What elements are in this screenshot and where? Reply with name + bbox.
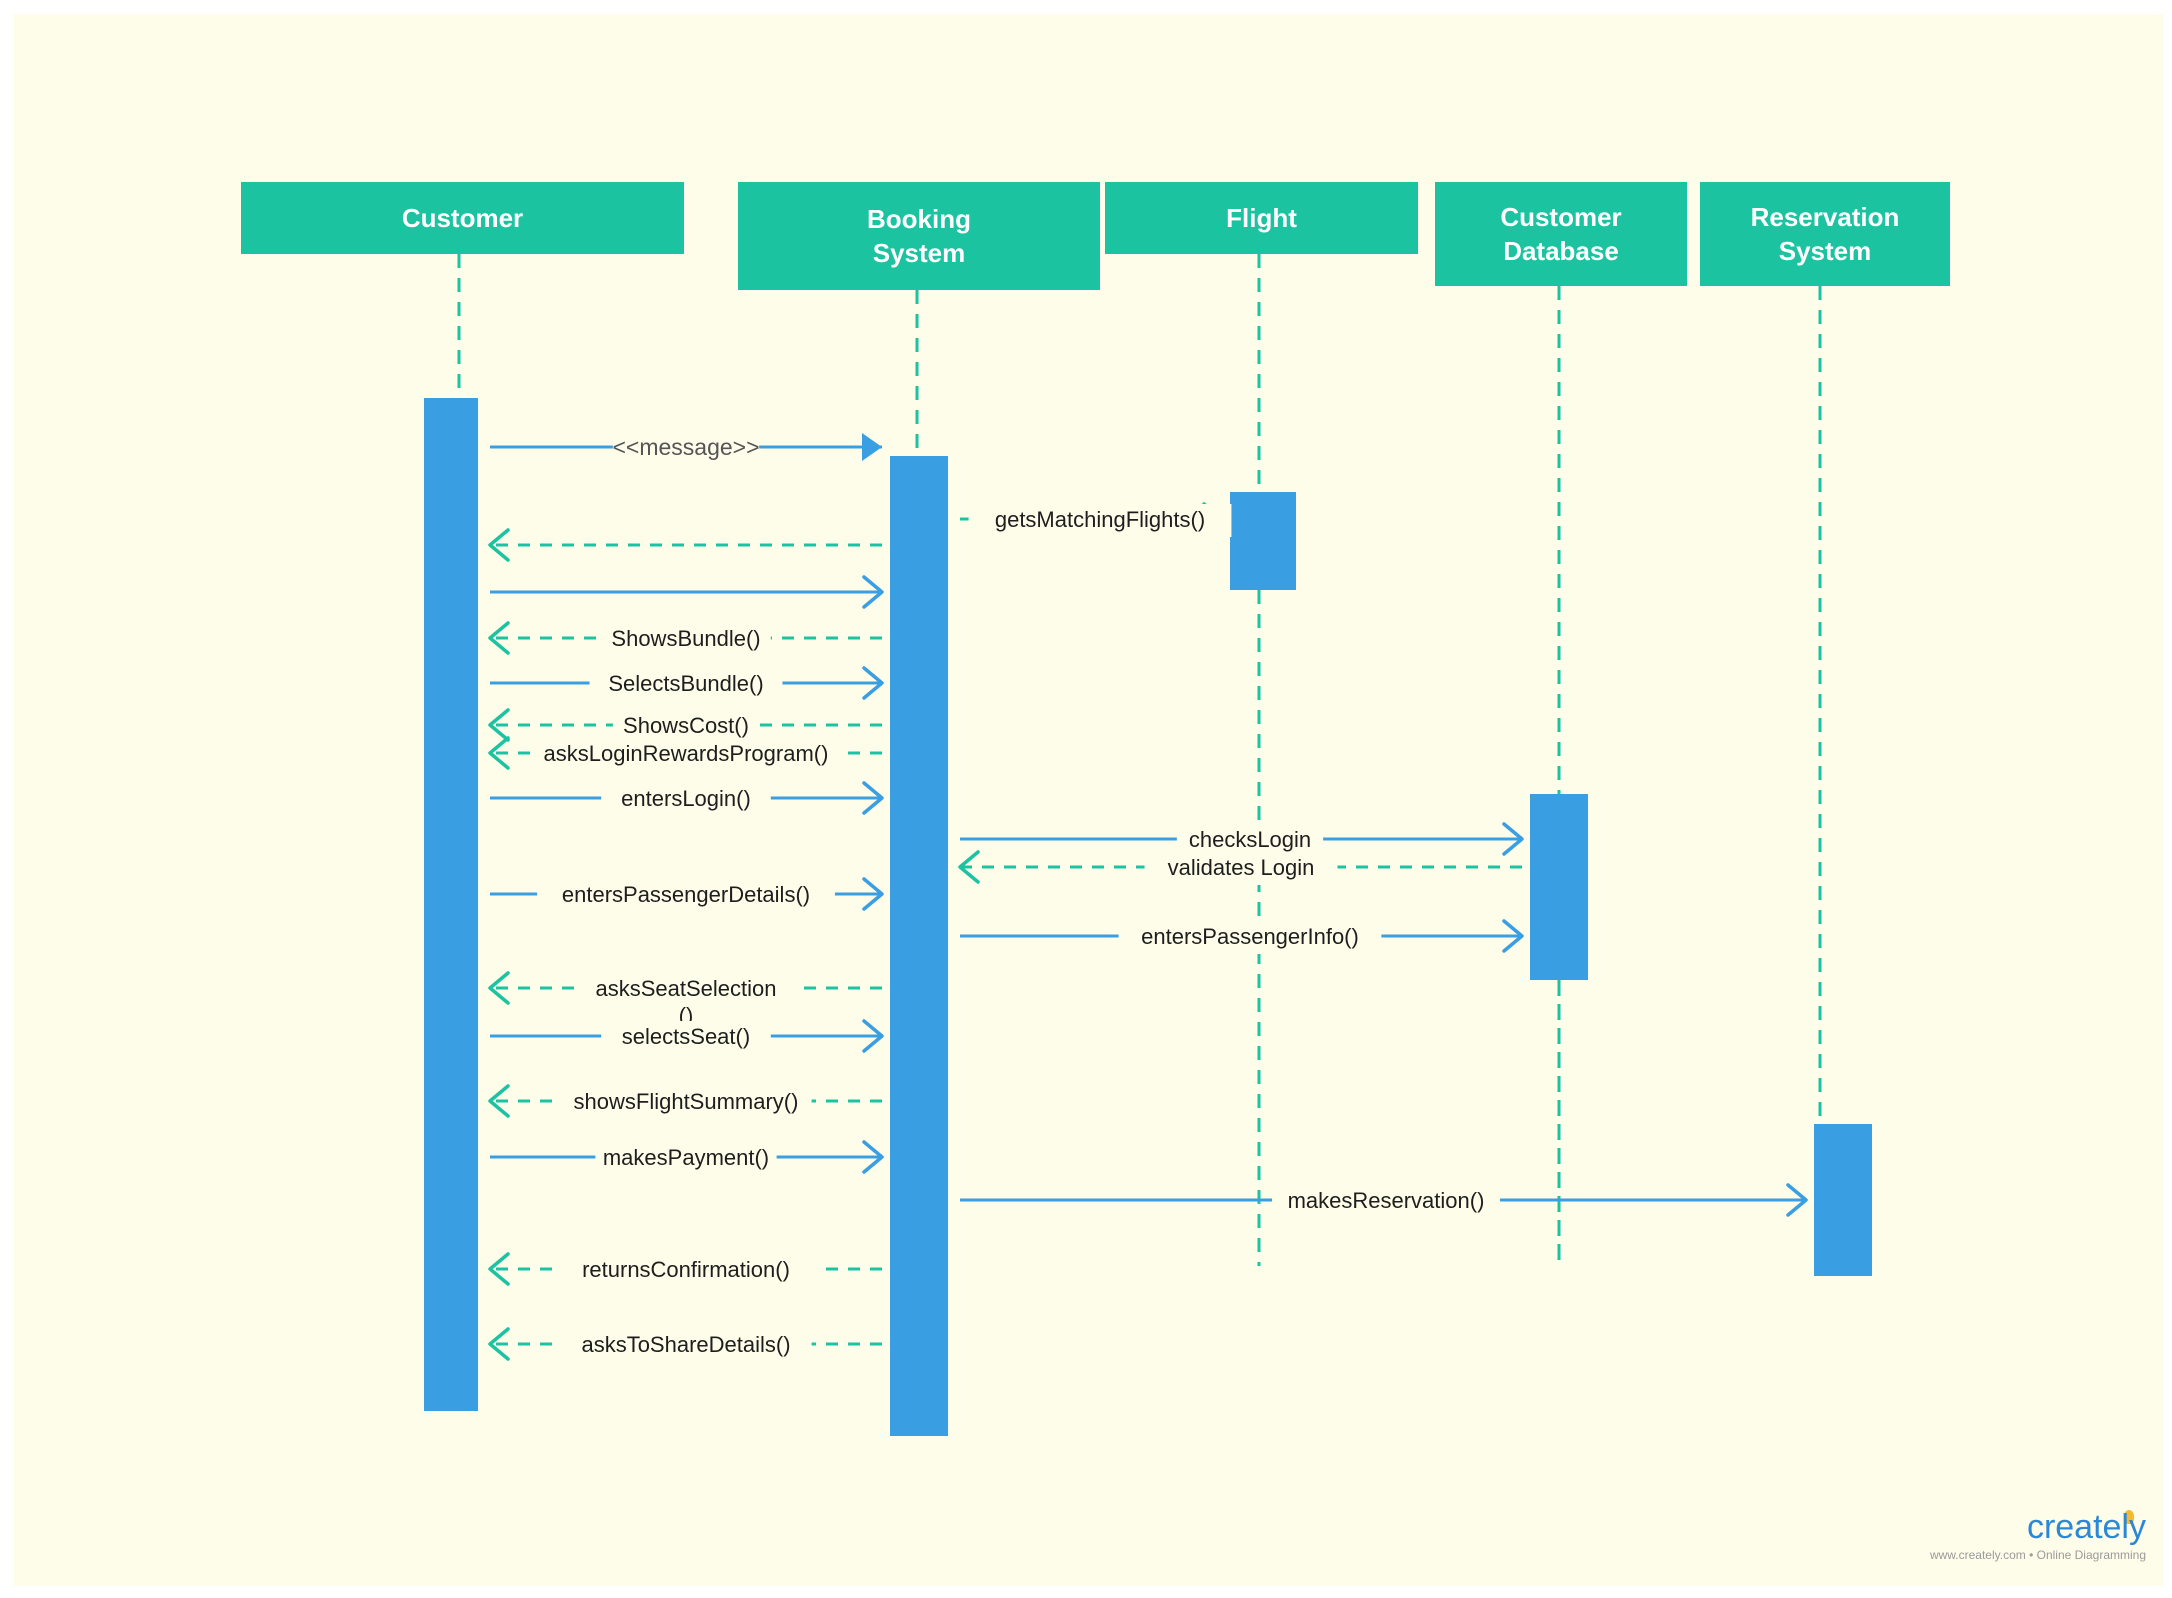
- actor-label-custdb: Customer: [1500, 202, 1621, 232]
- message-arrowhead-6: [488, 708, 510, 742]
- brand-watermark: creately www.creately.com • Online Diagr…: [1930, 1510, 2146, 1562]
- message-arrowhead-15: [488, 1084, 510, 1118]
- activation-flight: [1230, 492, 1296, 590]
- message-label-bg-10: [1144, 852, 1338, 885]
- message-label-bg-5: [589, 668, 783, 701]
- message-arrowhead-0: [862, 433, 882, 461]
- message-label-5: SelectsBundle(): [608, 671, 763, 696]
- message-arrowhead-7: [488, 736, 510, 770]
- message-label-4: ShowsBundle(): [611, 626, 760, 651]
- message-label-8: entersLogin(): [621, 786, 751, 811]
- message-label-0: <<message>>: [612, 434, 759, 460]
- message-label-bg-1: [968, 504, 1232, 537]
- lightbulb-icon: [2124, 1510, 2134, 1524]
- message-arrowhead-12: [1502, 919, 1524, 953]
- message-arrowhead-3: [862, 575, 884, 609]
- message-arrowhead-18: [488, 1252, 510, 1286]
- message-arrowhead-13: [488, 971, 510, 1005]
- message-arrowhead-14: [862, 1019, 884, 1053]
- message-label-bg-12: [1118, 921, 1382, 954]
- message-label-bg-11: [537, 879, 835, 912]
- message-label-17: makesReservation(): [1288, 1188, 1485, 1213]
- actor-header-custdb: [1435, 182, 1687, 286]
- message-label-bg-0: [612, 432, 760, 465]
- message-arrowhead-11: [862, 877, 884, 911]
- message-arrowhead-16: [862, 1140, 884, 1174]
- message-arrowhead-2: [488, 528, 510, 562]
- message-arrowhead-5: [862, 666, 884, 700]
- message-arrowhead-17: [1786, 1183, 1808, 1217]
- message-label-10: validates Login: [1168, 855, 1315, 880]
- message-label-16: makesPayment(): [603, 1145, 769, 1170]
- activation-reservation: [1814, 1124, 1872, 1276]
- message-label-15: showsFlightSummary(): [574, 1089, 799, 1114]
- message-arrowhead-4: [488, 621, 510, 655]
- message-label-1: getsMatchingFlights(): [995, 507, 1205, 532]
- message-label-bg-6: [612, 710, 760, 743]
- brand-logo: creately: [2026, 1508, 2146, 1546]
- message-arrowhead-8: [862, 781, 884, 815]
- actor-label-custdb: Database: [1503, 236, 1619, 266]
- message-label-9: checksLogin: [1189, 827, 1311, 852]
- message-label-bg-8: [601, 783, 771, 816]
- message-label-7: asksLoginRewardsProgram(): [544, 741, 829, 766]
- actor-label-customer: Customer: [402, 203, 523, 233]
- message-arrowhead-10: [958, 850, 980, 884]
- actor-header-reservation: [1700, 182, 1950, 286]
- message-label-11: entersPassengerDetails(): [562, 882, 810, 907]
- message-label-bg-19: [560, 1329, 812, 1362]
- message-label-bg-17: [1272, 1185, 1500, 1218]
- message-label-bg-14: [601, 1021, 771, 1054]
- activation-customer: [424, 398, 478, 1411]
- actor-label-reservation: Reservation: [1751, 202, 1900, 232]
- actor-label-flight: Flight: [1226, 203, 1297, 233]
- message-label-6: ShowsCost(): [623, 713, 749, 738]
- message-label-bg-9: [1176, 824, 1324, 857]
- message-label-12: entersPassengerInfo(): [1141, 924, 1359, 949]
- message-label-bg-7: [531, 738, 841, 771]
- message-arrowhead-9: [1502, 822, 1524, 856]
- actor-label-booking: Booking: [867, 204, 971, 234]
- message-label-13: asksSeatSelection: [596, 976, 777, 1001]
- actor-label-booking: System: [873, 238, 966, 268]
- message-label-bg-16: [595, 1142, 777, 1175]
- message-arrowhead-19: [488, 1327, 510, 1361]
- actor-header-flight: [1105, 182, 1418, 254]
- message-label-bg-15: [560, 1086, 812, 1119]
- message-label-18: returnsConfirmation(): [582, 1257, 790, 1282]
- activation-custdb: [1530, 794, 1588, 980]
- message-label-bg-18: [554, 1254, 818, 1287]
- actor-header-customer: [241, 182, 684, 254]
- activation-booking: [890, 456, 948, 1436]
- actor-header-booking: [738, 182, 1100, 290]
- brand-tagline: www.creately.com • Online Diagramming: [1929, 1548, 2146, 1562]
- message-label-bg-4: [601, 623, 771, 656]
- message-label-14: selectsSeat(): [622, 1024, 750, 1049]
- message-label-19: asksToShareDetails(): [581, 1332, 790, 1357]
- actor-label-reservation: System: [1779, 236, 1872, 266]
